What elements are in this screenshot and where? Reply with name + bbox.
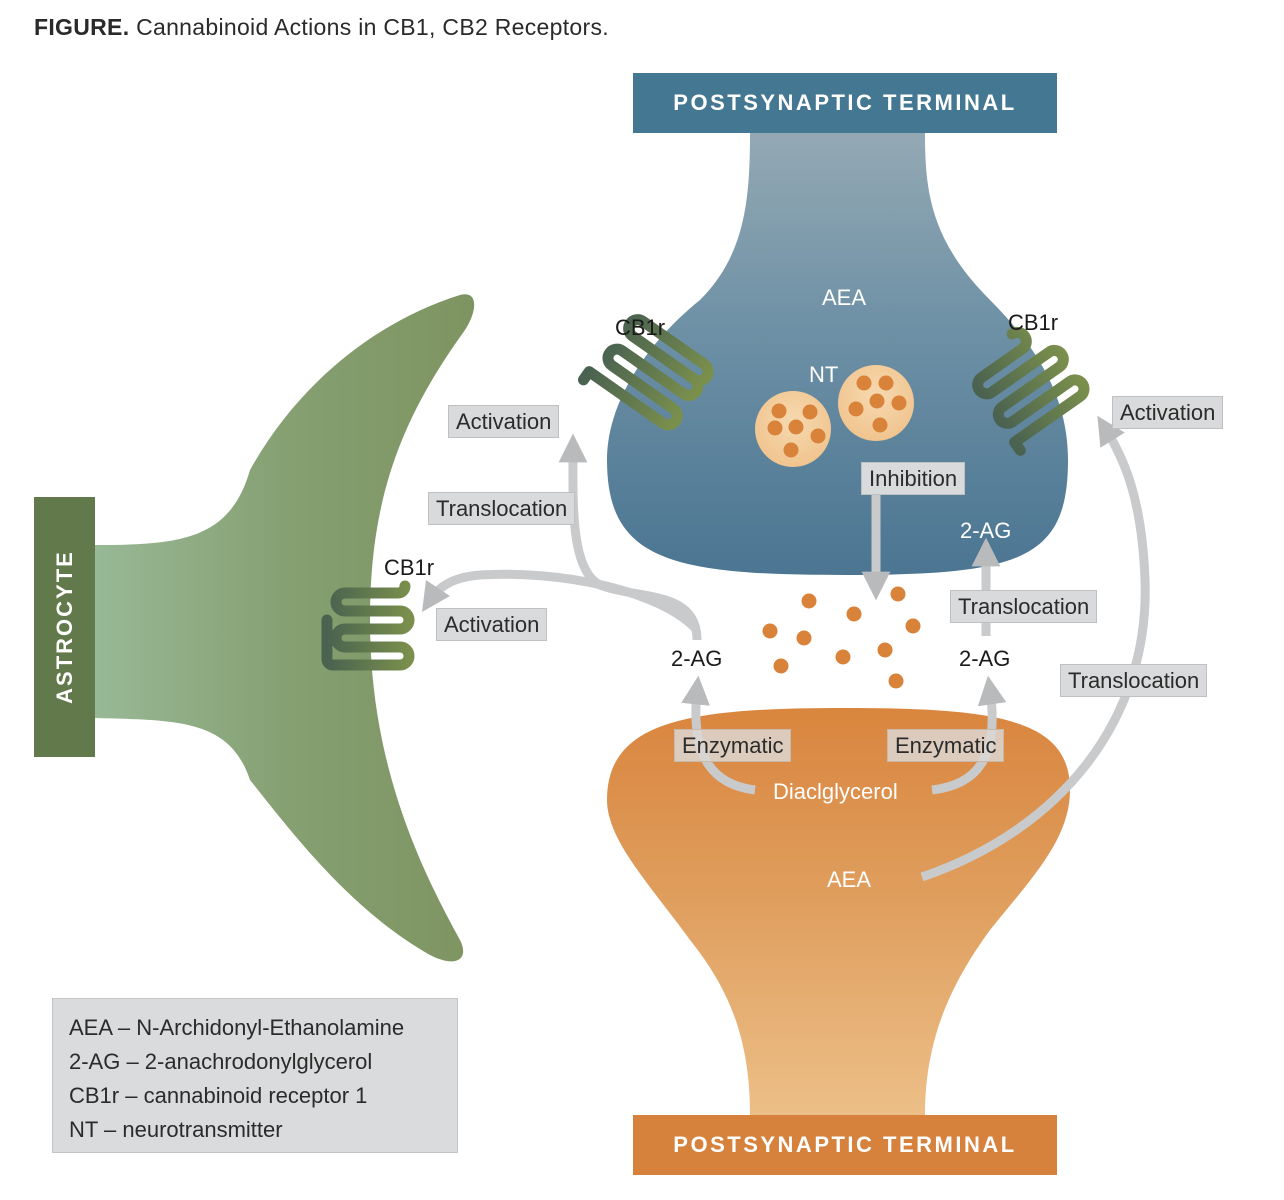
nt-dot xyxy=(872,417,888,433)
nt-dot xyxy=(773,658,789,674)
nt-dot xyxy=(810,428,826,444)
cb1r-astro-label: CB1r xyxy=(384,555,435,580)
top-terminal-body xyxy=(607,133,1068,575)
cb1r-right-label: CB1r xyxy=(1008,310,1059,335)
two-ag-right-label: 2-AG xyxy=(959,646,1011,671)
bottom-terminal-body xyxy=(607,708,1070,1115)
astrocyte-label: ASTROCYTE xyxy=(51,550,77,704)
nt-dot xyxy=(848,401,864,417)
nt-dots xyxy=(762,375,921,689)
nt-dot xyxy=(878,375,894,391)
nt-dot xyxy=(869,393,885,409)
nt-dot xyxy=(856,375,872,391)
cb1r-receptor-left xyxy=(577,314,714,431)
cb1r-receptor-right xyxy=(972,326,1090,456)
nt-dot xyxy=(771,403,787,419)
postsynaptic-terminal-top-banner: POSTSYNAPTIC TERMINAL xyxy=(633,73,1057,133)
diacylglycerol-label: Diaclglycerol xyxy=(773,779,898,804)
nt-dot xyxy=(905,618,921,634)
cb1r-left-label: CB1r xyxy=(615,315,666,340)
astrocyte-banner: ASTROCYTE xyxy=(34,497,95,757)
activation-right-box: Activation xyxy=(1112,396,1224,430)
legend-item: CB1r – cannabinoid receptor 1 xyxy=(69,1083,368,1108)
figure-caption: Cannabinoid Actions in CB1, CB2 Receptor… xyxy=(136,14,609,40)
legend-item: 2-AG – 2-anachrodonylglycerol xyxy=(69,1049,373,1074)
enzymatic-right-box: Enzymatic xyxy=(887,729,1005,763)
legend-item: AEA – N-Archidonyl-Ethanolamine xyxy=(69,1015,405,1040)
nt-dot xyxy=(891,395,907,411)
nt-dot xyxy=(802,404,818,420)
nt-dot xyxy=(796,630,812,646)
nt-label: NT xyxy=(809,362,839,387)
nt-dot xyxy=(877,642,893,658)
nt-dot xyxy=(890,586,906,602)
nt-dot xyxy=(762,623,778,639)
translocation-left-box: Translocation xyxy=(428,492,576,526)
arrow-enzymatic-right xyxy=(931,675,1007,795)
nt-dot xyxy=(801,593,817,609)
arrow-translocation-right xyxy=(920,415,1150,882)
postsynaptic-terminal-bottom-banner: POSTSYNAPTIC TERMINAL xyxy=(633,1115,1057,1175)
figure-prefix: FIGURE. xyxy=(34,14,130,40)
aea-bottom-label: AEA xyxy=(827,867,872,892)
legend-item: NT – neurotransmitter xyxy=(69,1117,283,1142)
nt-dot xyxy=(888,673,904,689)
nt-dot xyxy=(767,420,783,436)
two-ag-left-label: 2-AG xyxy=(671,646,723,671)
nt-dot xyxy=(835,649,851,665)
aea-top-label: AEA xyxy=(822,285,867,310)
activation-left-box: Activation xyxy=(448,405,560,439)
nt-dot xyxy=(788,419,804,435)
arrow-activation-astro xyxy=(422,569,701,634)
two-ag-top-label: 2-AG xyxy=(960,518,1012,543)
enzymatic-left-box: Enzymatic xyxy=(674,729,792,763)
activation-astro-box: Activation xyxy=(436,608,548,642)
nt-dot xyxy=(846,606,862,622)
translocation-right-box: Translocation xyxy=(1060,664,1208,698)
nt-dot xyxy=(783,442,799,458)
figure-title: FIGURE. Cannabinoid Actions in CB1, CB2 … xyxy=(34,14,609,41)
abbreviations-legend: AEA – N-Archidonyl-Ethanolamine 2-AG – 2… xyxy=(52,998,458,1153)
cb1r-receptor-astro xyxy=(321,580,415,671)
astrocyte-body xyxy=(95,294,475,962)
arrow-enzymatic-left xyxy=(681,675,756,795)
translocation-mid-box: Translocation xyxy=(950,590,1098,624)
inhibition-box: Inhibition xyxy=(861,462,966,496)
